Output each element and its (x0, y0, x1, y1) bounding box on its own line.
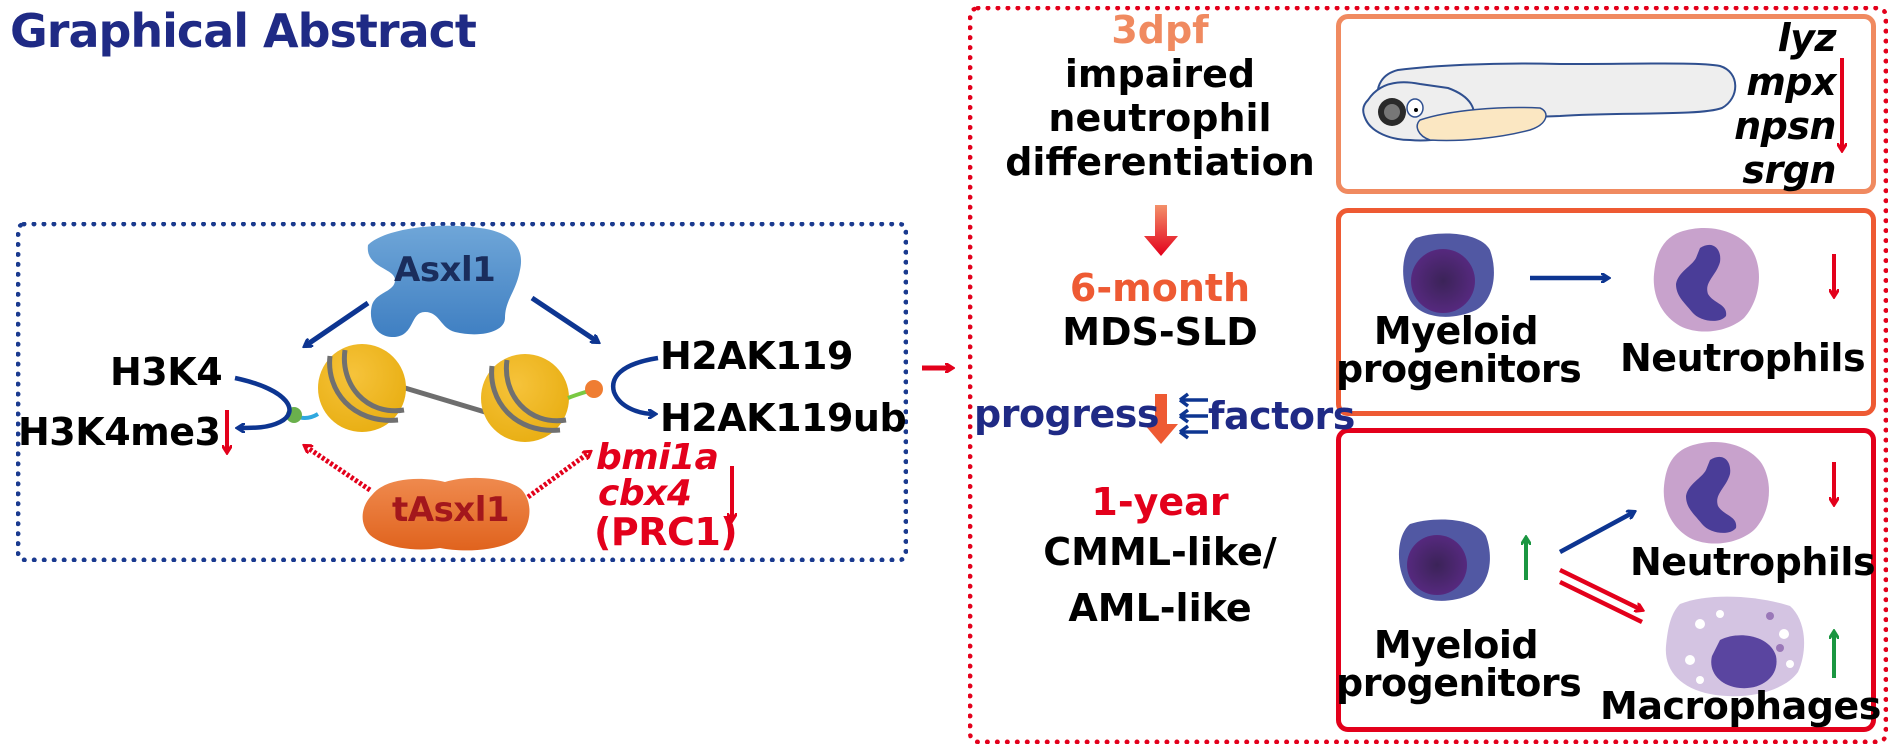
progenitor-to-macrophage-arrow-b (1559, 579, 1643, 625)
progenitor-to-neutrophil-arrow-p3 (1558, 512, 1634, 554)
prc1-label: (PRC1) (594, 510, 738, 554)
stage-phenotype-line: neutrophil (1048, 96, 1272, 140)
h2ak119-label: H2AK119 (660, 334, 853, 378)
cbx4-gene-label: cbx4 (598, 473, 692, 514)
h3k4-label: H3K4 (110, 350, 223, 394)
asxl1-to-h3k4-arrow (305, 300, 370, 346)
gene-mpx: mpx (1746, 60, 1836, 104)
progenitors-word: progenitors (1336, 347, 1582, 391)
bmi1a-gene-label: bmi1a (596, 437, 719, 478)
panel-6month-cells (1336, 208, 1876, 416)
panel-3dpf-genes (1336, 14, 1876, 194)
progress-label: progress (974, 392, 1160, 436)
stage-phenotype-line: MDS-SLD (1062, 310, 1258, 354)
linker-dna (404, 385, 496, 418)
stage-time: 3dpf (1111, 8, 1209, 52)
stage-1year: 1-year CMML-like/ AML-like (990, 480, 1330, 636)
h3k4me3-label: H3K4me3 (18, 410, 221, 454)
stage-time: 6-month (1069, 266, 1251, 310)
p3-source-label: Myeloid progenitors (1336, 623, 1582, 705)
myeloid-word: Myeloid (1373, 309, 1539, 353)
panel-1year-cells (1336, 428, 1876, 732)
factors-label: factors (1208, 394, 1355, 438)
stage-phenotype-line: AML-like (1068, 586, 1252, 630)
tasxl1-to-h3k4-arrow (305, 446, 372, 493)
stage2-to-stage3-arrow (1144, 394, 1178, 444)
tasxl1-label: tAsxl1 (392, 490, 510, 530)
stage-phenotype-line: differentiation (1005, 140, 1315, 184)
h3k4-conversion-arrow (234, 375, 292, 428)
p3-neutrophils-label: Neutrophils (1630, 540, 1876, 584)
gene-lyz: lyz (1777, 16, 1837, 60)
neutrophil-cell-p2 (1653, 228, 1759, 332)
tasxl1-to-prc1-arrow (526, 452, 590, 500)
mechanism-box (16, 222, 908, 562)
macrophage-cell (1665, 596, 1805, 697)
myeloid-word: Myeloid (1373, 623, 1539, 667)
h2ak119-conversion-arrow (610, 355, 659, 414)
zebrafish-larva-illustration (1362, 62, 1737, 142)
stage-3dpf: 3dpf impaired neutrophil differentiation (990, 8, 1330, 184)
progenitor-to-macrophage-arrow-a (1559, 567, 1642, 610)
h2ak119ub-label: H2AK119ub (660, 396, 907, 440)
phenotype-box (968, 6, 1888, 744)
p3-macrophages-label: Macrophages (1600, 684, 1881, 728)
p2-source-label: Myeloid progenitors (1336, 309, 1582, 391)
h2ak119-mark (585, 380, 603, 398)
tasxl1-protein-shape (362, 477, 530, 551)
asxl1-to-h2ak119-arrow (530, 295, 598, 342)
asxl1-label: Asxl1 (394, 250, 496, 290)
myeloid-progenitor-cell-p3 (1398, 519, 1490, 601)
asxl1-protein-shape (367, 225, 522, 338)
progenitors-word: progenitors (1336, 661, 1582, 705)
page-title: Graphical Abstract (10, 4, 477, 58)
neutrophil-cell-p3 (1663, 442, 1769, 544)
factors-arrows-icon (1178, 392, 1208, 440)
p2-neutrophils-label: Neutrophils (1620, 336, 1866, 380)
stage-phenotype-line: impaired (1064, 52, 1256, 96)
gene-srgn: srgn (1742, 148, 1836, 192)
stage-phenotype-line: CMML-like/ (1043, 530, 1277, 574)
stage1-to-stage2-arrow (1144, 205, 1178, 256)
gene-npsn: npsn (1734, 104, 1836, 148)
stage-time: 1-year (1091, 480, 1229, 524)
stage-6month: 6-month MDS-SLD (990, 266, 1330, 354)
gene-list: lyz mpx npsn srgn (1726, 16, 1836, 192)
myeloid-progenitor-cell-p2 (1403, 233, 1494, 317)
